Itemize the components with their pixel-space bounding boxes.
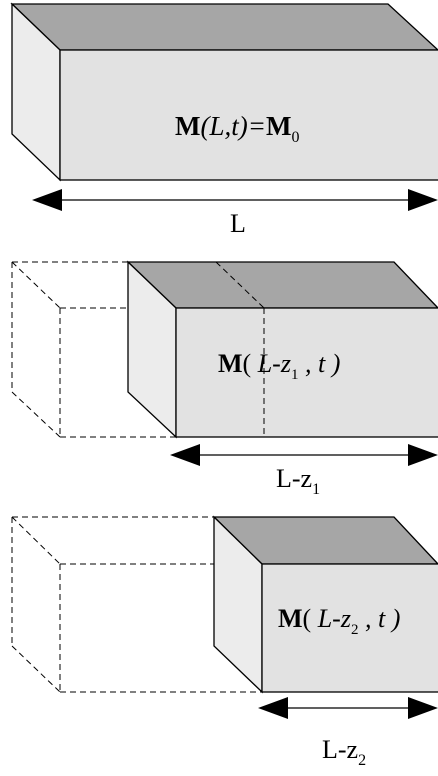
block-front-face <box>59 49 438 181</box>
block-top-face <box>126 261 438 309</box>
dimension-label-panel-3: L-z2 <box>322 735 366 769</box>
dimension-arrow-panel-2 <box>170 444 438 466</box>
arrowhead-right <box>408 697 438 719</box>
block-label-panel-1: M(L,t)=M0 <box>175 111 299 146</box>
block-front-face <box>175 307 438 438</box>
panel-2: M( L-z1 , t ) L-z1 <box>11 260 438 498</box>
block-top-face <box>10 3 438 51</box>
arrowhead-left <box>170 444 200 466</box>
block-label-panel-3: M( L-z2 , t ) <box>278 604 400 638</box>
arrowhead-left <box>258 697 288 719</box>
dimension-label-panel-1: L <box>230 209 246 238</box>
dimension-arrow-panel-1 <box>32 189 438 211</box>
block-full-length <box>10 2 438 182</box>
arrowhead-left <box>32 189 62 211</box>
dimension-arrow-panel-3 <box>258 697 438 719</box>
panel-1: M(L,t)=M0 L <box>10 2 438 238</box>
block-shortened-1 <box>126 260 438 439</box>
arrowhead-right <box>408 444 438 466</box>
panel-3: M( L-z2 , t ) L-z2 <box>11 515 438 769</box>
block-front-face <box>261 563 438 693</box>
arrowhead-right <box>408 189 438 211</box>
block-shortened-2 <box>212 515 438 694</box>
dimension-label-panel-2: L-z1 <box>276 464 320 498</box>
block-label-panel-2: M( L-z1 , t ) <box>218 349 340 383</box>
ghost-original-block <box>11 516 263 693</box>
